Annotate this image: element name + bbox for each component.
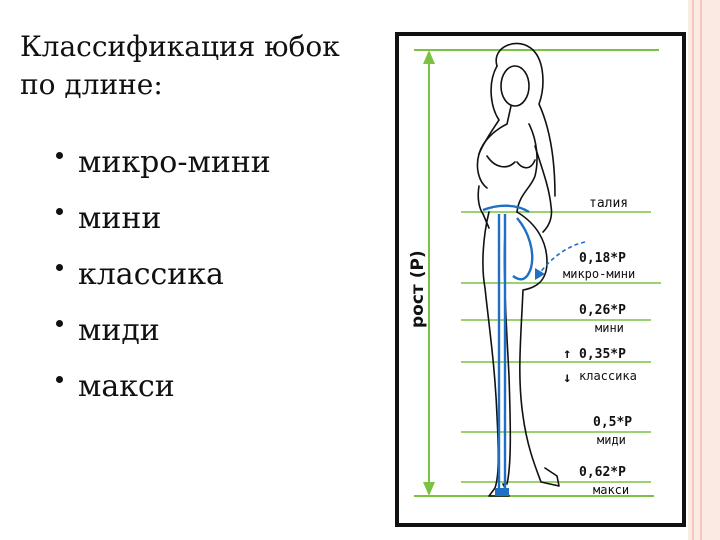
- bullet-list: микро-мини мини классика миди макси: [56, 146, 271, 426]
- bullet-text: микро-мини: [78, 145, 271, 180]
- bullet-text: макси: [78, 369, 175, 404]
- up-arrow-icon: ↑: [563, 346, 571, 362]
- level-value: 0,5*Р: [593, 415, 632, 430]
- bullet-dot-icon: [56, 320, 63, 327]
- bullet-item: мини: [56, 202, 271, 258]
- slide-title: Классификация юбок по длине:: [20, 28, 380, 104]
- height-arrow: [414, 49, 659, 497]
- title-line-2: по длине:: [20, 68, 163, 101]
- woman-figure-illustration: [476, 42, 560, 497]
- skirt-length-diagram: рост (Р): [395, 32, 686, 527]
- level-name: макси: [593, 483, 629, 497]
- level-name: миди: [597, 433, 626, 447]
- bullet-text: миди: [78, 313, 160, 348]
- pointer-arrow: [538, 241, 586, 275]
- bullet-dot-icon: [56, 208, 63, 215]
- bullet-item: классика: [56, 258, 271, 314]
- waist-label: талия: [589, 196, 628, 211]
- level-value: 0,62*Р: [579, 465, 626, 480]
- title-line-1: Классификация юбок: [20, 30, 340, 63]
- diagram-svg: рост (Р): [408, 42, 661, 497]
- level-value: 0,18*Р: [579, 251, 626, 266]
- bullet-text: мини: [78, 201, 162, 236]
- bullet-item: макси: [56, 370, 271, 426]
- bullet-dot-icon: [56, 152, 63, 159]
- bullet-dot-icon: [56, 376, 63, 383]
- level-name: мини: [595, 321, 624, 335]
- decorative-line: [700, 0, 702, 540]
- bullet-dot-icon: [56, 264, 63, 271]
- level-value: 0,35*Р: [579, 347, 626, 362]
- level-name: классика: [579, 369, 637, 383]
- level-value: 0,26*Р: [579, 303, 626, 318]
- bullet-text: классика: [78, 257, 224, 292]
- bullet-item: микро-мини: [56, 146, 271, 202]
- measuring-tape: [482, 204, 534, 496]
- decorative-line: [692, 0, 694, 540]
- level-name: микро-мини: [563, 267, 635, 281]
- down-arrow-icon: ↓: [563, 370, 571, 386]
- height-axis-label: рост (Р): [408, 250, 428, 328]
- bullet-item: миди: [56, 314, 271, 370]
- pointer-arrowhead-icon: [535, 268, 545, 280]
